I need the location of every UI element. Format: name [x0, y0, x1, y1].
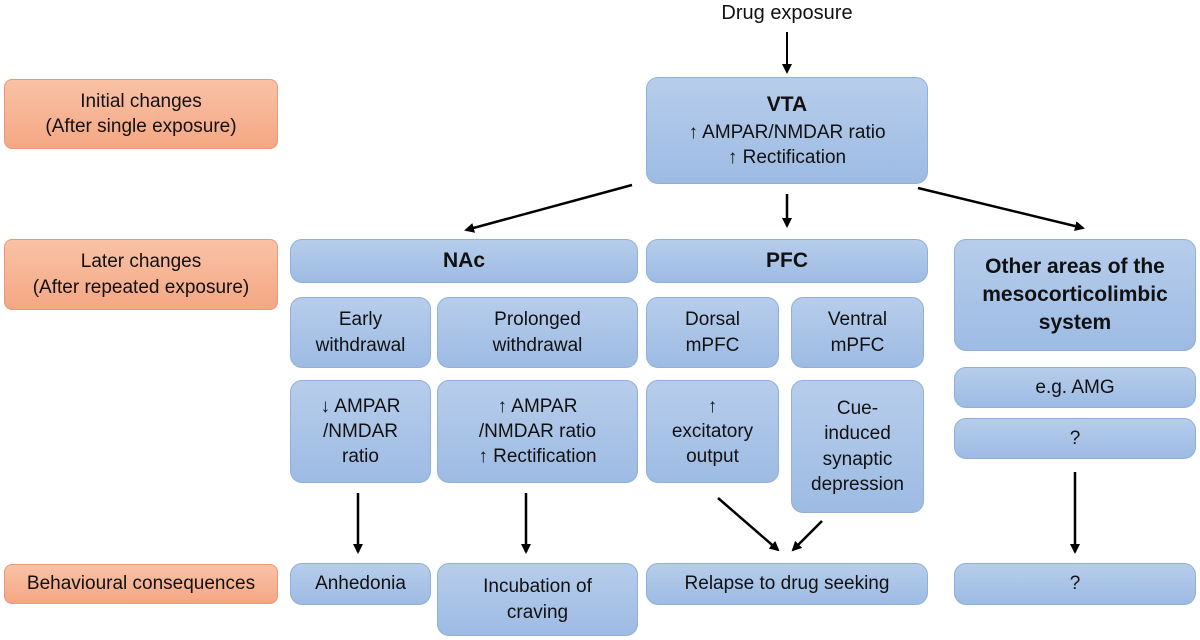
pfc-dorsal-mpfc: Dorsal mPFC [646, 297, 779, 368]
pfc-dorsal-change: ↑ excitatory output [646, 380, 779, 483]
unknown-outcome-box: ? [954, 563, 1196, 605]
stage-initial-changes: Initial changes (After single exposure) [4, 79, 278, 149]
nac-prolonged-change: ↑ AMPAR /NMDAR ratio ↑ Rectification [437, 380, 638, 483]
unknown-change-box: ? [954, 418, 1196, 459]
incubation-of-craving-box: Incubation of craving [437, 563, 638, 636]
drug-exposure-label: Drug exposure [721, 2, 853, 24]
stage-later-changes: Later changes (After repeated exposure) [4, 239, 278, 310]
other-areas-header: Other areas of the mesocorticolimbic sys… [954, 239, 1196, 351]
arrow-vta-to-other [917, 186, 1085, 231]
nac-prolonged-withdrawal: Prolonged withdrawal [437, 297, 638, 368]
nac-header: NAc [290, 239, 638, 283]
arrow-dorsal-to-relapse [717, 497, 780, 552]
nac-early-withdrawal: Early withdrawal [290, 297, 431, 368]
amg-box: e.g. AMG [954, 367, 1196, 408]
nac-early-change: ↓ AMPAR /NMDAR ratio [290, 380, 431, 483]
pfc-header: PFC [646, 239, 928, 283]
anhedonia-box: Anhedonia [290, 563, 431, 605]
vta-line-2: ↑ Rectification [727, 147, 847, 169]
stage-behavioural-consequences: Behavioural consequences [4, 564, 278, 604]
vta-line-1: ↑ AMPAR/NMDAR ratio [688, 122, 886, 144]
arrow-vta-to-nac [464, 183, 633, 233]
arrow-ventral-to-relapse [791, 520, 823, 552]
relapse-box: Relapse to drug seeking [646, 563, 928, 605]
vta-box: VTA ↑ AMPAR/NMDAR ratio ↑ Rectification [646, 77, 928, 184]
pfc-ventral-mpfc: Ventral mPFC [791, 297, 924, 368]
pfc-ventral-change: Cue- induced synaptic depression [791, 380, 924, 513]
vta-title: VTA [766, 92, 808, 116]
